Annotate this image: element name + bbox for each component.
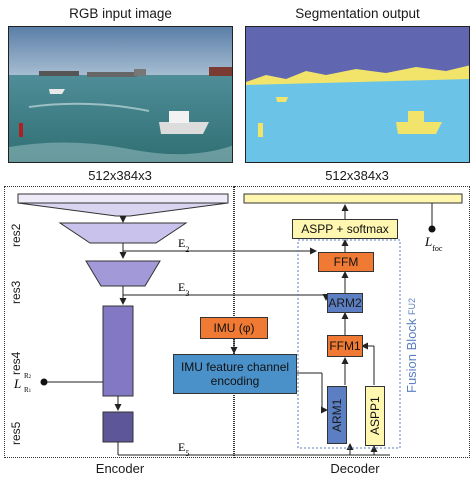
fusion-block-title: Fusion Block — [404, 318, 419, 393]
ffm-block: FFM — [318, 252, 374, 272]
rgb-image-title: RGB input image — [69, 6, 172, 21]
arm2-block: ARM2 — [327, 293, 363, 313]
decoder-loss-label: Lfoc — [424, 234, 443, 253]
encoder-loss-sub: R1 — [24, 386, 32, 394]
imu-feature-encoding-block: IMU feature channel encoding — [173, 354, 297, 394]
encoder-input-layer — [17, 193, 229, 204]
res5-block — [102, 411, 134, 443]
segmentation-title: Segmentation output — [295, 6, 420, 21]
segmentation-output-image — [245, 26, 470, 163]
output-dimension-label: 512x384x3 — [325, 168, 389, 183]
fusion-block-label: Fusion Block FU2 — [404, 290, 432, 400]
imu-block: IMU (φ) — [200, 317, 268, 339]
rgb-input-image — [8, 26, 233, 163]
fusion-block-sub: FU2 — [407, 297, 417, 315]
encoder-loss-dot — [40, 378, 48, 386]
encoder-loss-sup: R2 — [24, 372, 32, 380]
res2-block — [58, 222, 188, 244]
input-dimension-label: 512x384x3 — [88, 168, 152, 183]
encoder-stem — [17, 202, 229, 217]
arm1-block: ARM1 — [327, 386, 347, 444]
aspp-softmax-block: ASPP + softmax — [292, 219, 398, 239]
decoder-output-layer — [243, 193, 463, 204]
ffm1-block: FFM1 — [327, 335, 363, 357]
res4-block — [102, 305, 134, 397]
res3-block — [85, 260, 161, 287]
encoder-loss-label: L — [13, 376, 21, 391]
skip-e2-label: E2 — [178, 236, 189, 254]
fusion-block-region — [297, 239, 401, 449]
skip-e3-label: E3 — [178, 280, 189, 298]
decoder-label: Decoder — [330, 461, 380, 476]
skip-e5-label: E5 — [178, 440, 189, 458]
decoder-loss-dot — [428, 225, 436, 233]
encoder-label: Encoder — [95, 461, 145, 476]
aspp1-block: ASPP1 — [365, 386, 385, 446]
